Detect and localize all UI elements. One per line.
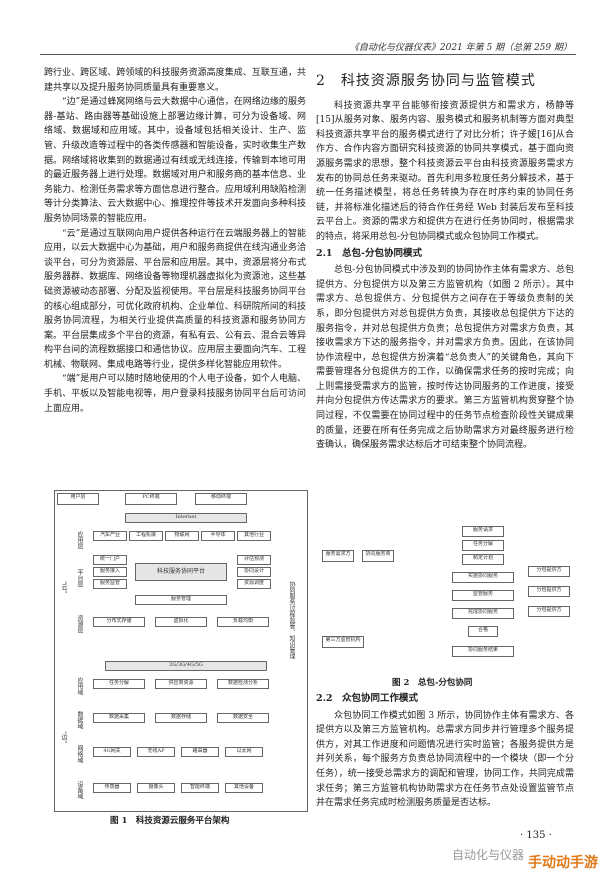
edge-app-item: 任务分解 — [93, 679, 145, 689]
platform-item: 统一门户 — [93, 555, 127, 565]
left-paragraph-cloud: “云”是通过互联网向用户提供各种运行在云端服务器上的智能应用，以云大数据中心为基… — [44, 228, 306, 370]
flow-step: 完成协同服务 — [452, 608, 514, 619]
edge-data-item: 数据采集 — [93, 713, 145, 723]
edge-data-item: 数据安全 — [217, 713, 269, 723]
figure-1-architecture: 用户层 PC终端 移动终端 Internet “云” 应用层 汽车产业 工程机械… — [54, 490, 308, 812]
journal-header: 《自动化与仪器仪表》2021 年第 5 期（总第 259 期） — [349, 43, 572, 53]
platform-item: 评估预测 — [237, 555, 271, 565]
platform-layer-label: 平台层 — [76, 569, 83, 587]
flow-step: 合格 — [468, 626, 498, 637]
role-provider: 协同服务商 — [362, 550, 394, 562]
section-2-1-title: 2.1 总包-分包协同模式 — [316, 247, 422, 259]
sub-provider: 分包提供方 — [528, 586, 570, 597]
cloud-label: “云” — [60, 581, 67, 594]
network-bar: 2G/3G/4G/5G — [105, 661, 267, 671]
watermark-text: 自动化与仪器 — [452, 848, 525, 862]
flow-step: 协同服务结束 — [452, 646, 514, 657]
edge-dev-item: 摄像头 — [137, 783, 175, 793]
figure-2-caption: 图 2 总包-分包协同 — [392, 678, 473, 688]
edge-data-item: 数据存储 — [155, 713, 207, 723]
app-item: 汽车产业 — [93, 531, 127, 541]
flow-step: 制定计划 — [462, 554, 504, 565]
page-number: · 135 · — [520, 830, 552, 841]
edge-net-item: 路由器 — [181, 747, 219, 757]
edge-data-label: 数据域 — [76, 711, 83, 729]
edge-dev-item: 其他设备 — [225, 783, 263, 793]
app-item: 其他行业 — [237, 531, 271, 541]
edge-net-label: 网络域 — [76, 745, 83, 763]
app-item: 物联网 — [165, 531, 199, 541]
right-column: 2 科技资源服务协同与监管模式 科技资源共享平台能够衔接资源提供方和需求方，杨静… — [316, 66, 574, 453]
watermark-logo: 手动动手游 — [528, 855, 598, 871]
edge-net-item: 4G网关 — [93, 747, 131, 757]
section-2-2-title: 2.2 众包协同工作模式 — [316, 693, 419, 704]
resource-item: 虚拟化 — [155, 617, 207, 627]
right-column-lower: 2.2 众包协同工作模式 众包协同工作模式如图 3 所示，协同协作主体有需求方、… — [316, 690, 574, 811]
app-item: 半导体 — [201, 531, 235, 541]
platform-item: 服务管理 — [135, 595, 227, 605]
resource-item: 负载均衡 — [217, 617, 269, 627]
app-item: 工程机械 — [129, 531, 163, 541]
edge-app-item: 供应商资源 — [155, 679, 207, 689]
left-column: 跨行业、跨区域、跨领域的科技服务资源高度集成、互联互通，共建共享以及提升服务协同… — [44, 66, 306, 416]
edge-app-label: 应用域 — [76, 677, 83, 695]
platform-item: 服务监管 — [93, 579, 127, 589]
role-supervisor: 第三方监管机构 — [322, 636, 364, 648]
mobile-terminal: 移动终端 — [195, 493, 247, 505]
flow-step: 服务请求 — [462, 526, 504, 537]
sub-provider: 分包提供方 — [528, 606, 570, 617]
flow-step: 实施协同服务 — [452, 572, 514, 583]
edge-net-item: 无线AP — [137, 747, 175, 757]
user-layer-label: 用户层 — [57, 493, 99, 505]
platform-item: 资源调度 — [237, 579, 271, 589]
section-2-title: 2 科技资源服务协同与监管模式 — [316, 73, 536, 89]
left-paragraph-end: “端”是用户可以随时随地使用的个人电子设备，如个人电脑、手机、平板以及智能电视等… — [44, 374, 306, 414]
right-paragraph-1: 科技资源共享平台能够衔接资源提供方和需求方，杨静等[15]从服务对象、服务内容、… — [316, 100, 574, 242]
platform-core: 科技服务协同平台 — [135, 563, 227, 581]
side-supervision-label: 协同服务过程监管、知识管理 — [288, 581, 295, 659]
left-paragraph-edge: “边”是通过蜂窝网络与云大数据中心通信，在网络边缘的服务器-基站、路由器等基础设… — [44, 97, 306, 224]
edge-app-item: 数据检测分析 — [217, 679, 269, 689]
right-paragraph-3: 众包协同工作模式如图 3 所示，协同协作主体有需求方、各提供方以及第三方监管机构… — [316, 710, 574, 809]
resource-item: 分布式存储 — [93, 617, 145, 627]
edge-dev-label: 设备域 — [76, 781, 83, 799]
right-paragraph-2: 总包-分包协同模式中涉及到的协同协作主体有需求方、总包提供方、分包提供方以及第三… — [316, 265, 574, 451]
flow-step: 监管服务 — [452, 590, 514, 601]
sub-provider: 分包提供方 — [528, 566, 570, 577]
pc-terminal: PC终端 — [125, 493, 177, 505]
platform-item: 服务接入 — [93, 567, 127, 577]
app-layer-label: 应用层 — [76, 531, 83, 549]
flow-step: 任务分解 — [462, 540, 504, 551]
figure-2-flow: 服务需求方 协同服务商 第三方监管机构 服务请求 任务分解 制定计划 实施协同服… — [322, 526, 572, 674]
edge-dev-item: 传感器 — [93, 783, 131, 793]
platform-item: 协同设计 — [237, 567, 271, 577]
internet-bar: Internet — [125, 513, 247, 523]
role-demand: 服务需求方 — [322, 550, 354, 562]
figure-1-caption: 图 1 科技资源云服务平台架构 — [110, 816, 230, 826]
header-rule — [40, 54, 576, 55]
edge-dev-item: 智能终端 — [181, 783, 219, 793]
edge-label: “边” — [60, 731, 67, 744]
left-paragraph-0: 跨行业、跨区域、跨领域的科技服务资源高度集成、互联互通，共建共享以及提升服务协同… — [44, 68, 306, 93]
edge-net-item: 以太网 — [225, 747, 263, 757]
resource-layer-label: 资源层 — [76, 615, 83, 633]
